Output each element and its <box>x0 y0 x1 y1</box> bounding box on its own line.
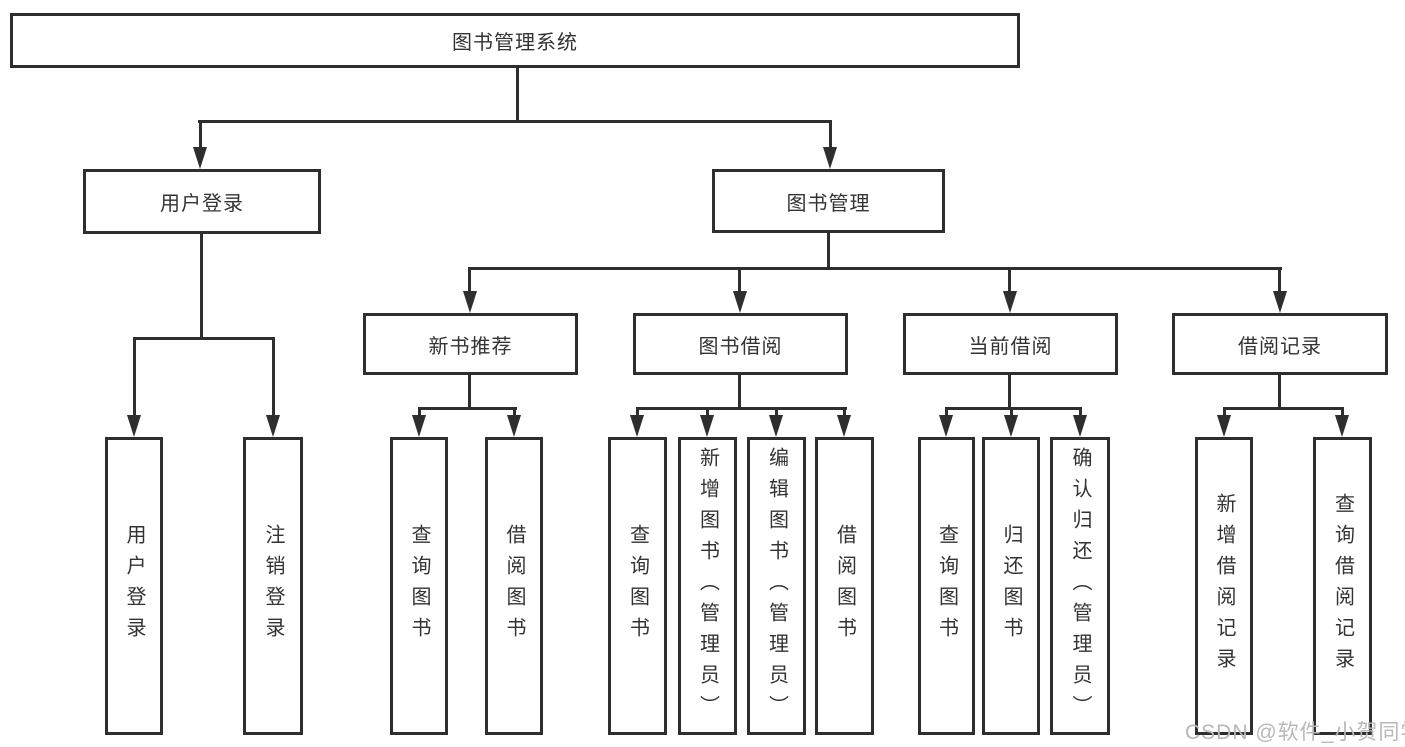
connector-line <box>199 123 202 147</box>
arrow-down-icon <box>266 415 280 437</box>
node-query-books-borrowing: 查询图书 <box>608 437 667 735</box>
connector-line <box>468 375 471 410</box>
connector-line <box>198 120 832 123</box>
arrow-down-icon <box>630 415 644 437</box>
connector-line <box>1223 407 1344 410</box>
connector-line <box>1341 410 1344 415</box>
arrow-down-icon <box>939 415 953 437</box>
connector-line <box>1010 410 1013 415</box>
connector-line <box>418 410 421 415</box>
node-query-books-current: 查询图书 <box>918 437 975 735</box>
connector-line <box>636 410 639 415</box>
connector-line <box>945 410 948 415</box>
arrow-down-icon <box>193 147 207 169</box>
arrow-down-icon <box>769 415 783 437</box>
node-borrowing-records: 借阅记录 <box>1172 313 1388 375</box>
connector-line <box>200 234 203 337</box>
arrow-down-icon <box>1273 291 1287 313</box>
arrow-down-icon <box>412 415 426 437</box>
arrow-down-icon <box>837 415 851 437</box>
connector-line <box>133 340 136 415</box>
node-borrow-books: 借阅图书 <box>815 437 874 735</box>
node-add-books-admin: 新增图书（管理员） <box>678 437 737 735</box>
connector-line <box>1278 375 1281 410</box>
node-book-borrowing: 图书借阅 <box>633 313 848 375</box>
arrow-down-icon <box>700 415 714 437</box>
node-query-books-recommend: 查询图书 <box>390 437 448 735</box>
arrow-down-icon <box>1335 415 1349 437</box>
connector-line <box>945 407 1082 410</box>
connector-line <box>468 267 1282 270</box>
arrow-down-icon <box>823 147 837 169</box>
connector-line <box>829 123 832 147</box>
watermark: CSDN @软件_小贺同学 <box>1185 721 1405 744</box>
node-edit-books-admin: 编辑图书（管理员） <box>747 437 806 735</box>
node-book-management: 图书管理 <box>712 169 945 233</box>
arrow-down-icon <box>1004 415 1018 437</box>
connector-line <box>1278 270 1281 291</box>
node-borrow-books-recommend: 借阅图书 <box>485 437 543 735</box>
node-current-borrowing: 当前借阅 <box>903 313 1118 375</box>
connector-line <box>1079 410 1082 415</box>
arrow-down-icon <box>127 415 141 437</box>
arrow-down-icon <box>1217 415 1231 437</box>
connector-line <box>513 410 516 415</box>
connector-line <box>418 407 517 410</box>
connector-line <box>738 375 741 410</box>
connector-line <box>516 68 519 120</box>
arrow-down-icon <box>733 291 747 313</box>
node-return-books: 归还图书 <box>982 437 1040 735</box>
connector-line <box>738 270 741 291</box>
node-confirm-return-admin: 确认归还（管理员） <box>1050 437 1110 735</box>
arrow-down-icon <box>1073 415 1087 437</box>
connector-line <box>827 233 830 267</box>
arrow-down-icon <box>463 291 477 313</box>
node-new-book-recommendation: 新书推荐 <box>363 313 578 375</box>
connector-line <box>133 337 275 340</box>
connector-line <box>272 340 275 415</box>
node-add-borrow-record: 新增借阅记录 <box>1195 437 1253 735</box>
arrow-down-icon <box>1003 291 1017 313</box>
connector-line <box>706 410 709 415</box>
node-user-login: 用户登录 <box>83 169 321 234</box>
node-user-login-leaf: 用户登录 <box>105 437 163 735</box>
connector-line <box>843 410 846 415</box>
node-library-management-system: 图书管理系统 <box>10 13 1020 68</box>
node-logout: 注销登录 <box>243 437 303 735</box>
node-query-borrow-record: 查询借阅记录 <box>1313 437 1372 735</box>
connector-line <box>1008 375 1011 410</box>
connector-line <box>1008 270 1011 291</box>
connector-line <box>636 407 847 410</box>
connector-line <box>775 410 778 415</box>
connector-line <box>1223 410 1226 415</box>
connector-line <box>468 270 471 291</box>
arrow-down-icon <box>507 415 521 437</box>
